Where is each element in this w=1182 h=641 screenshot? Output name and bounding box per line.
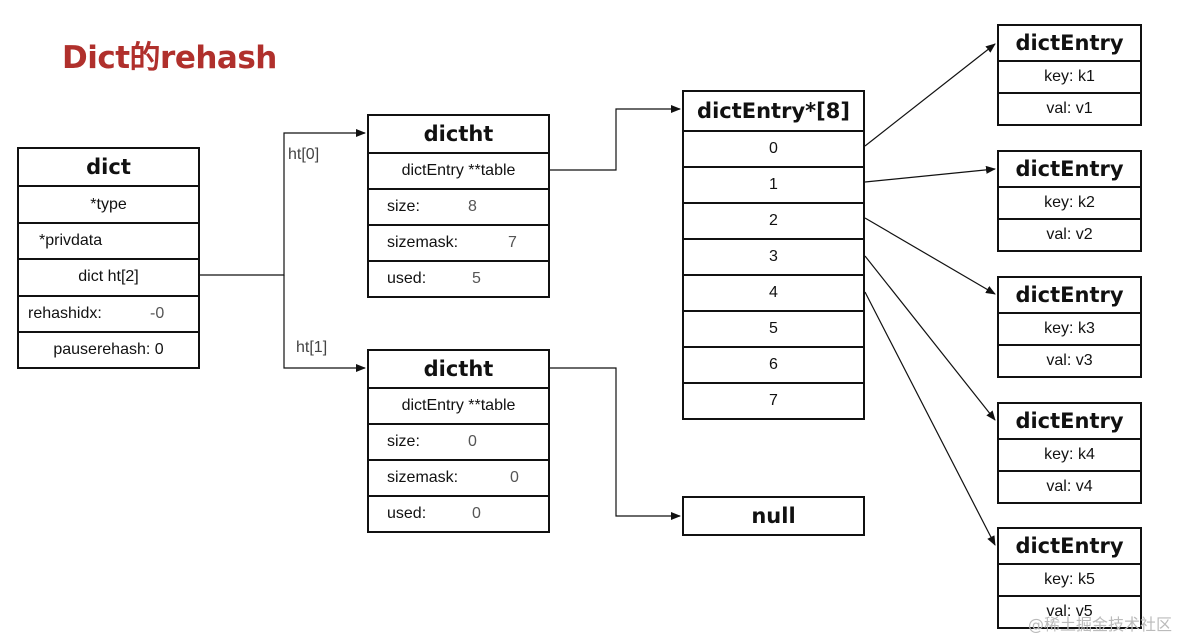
dictht-1: dictht dictEntry **table size: 0 sizemas…: [367, 349, 550, 533]
dict-entry-header: dictEntry: [1015, 534, 1124, 558]
rehashidx-value: -0: [150, 304, 165, 322]
bucket-slot-7: 7: [684, 382, 863, 418]
bucket-slot-5: 5: [684, 310, 863, 346]
sizemask-label: sizemask:: [387, 469, 459, 486]
dict-ht-field: dict ht[2]: [19, 258, 198, 294]
bucket-slot-1: 1: [684, 166, 863, 202]
bucket-slot-0: 0: [684, 130, 863, 166]
dictht-1-table-field: dictEntry **table: [369, 387, 548, 423]
connector-bucket2-entry3: [864, 217, 996, 295]
dictht-1-size-field: size: 0: [369, 423, 548, 459]
used-label: used:: [387, 270, 427, 287]
size-value: 8: [468, 198, 477, 215]
dictht-0-table-field: dictEntry **table: [369, 152, 548, 188]
dict-pauserehash-field: pauserehash: 0: [19, 330, 198, 367]
connector-bucket0-entry1: [864, 43, 996, 147]
dictht-1-header: dictht: [423, 357, 494, 381]
dictht-0-header: dictht: [423, 122, 494, 146]
size-value: 0: [468, 433, 477, 450]
dict-privdata-field: *privdata: [19, 221, 198, 258]
used-value: 5: [472, 270, 481, 287]
dict-entry-header: dictEntry: [1015, 31, 1124, 55]
dictht-0-used-field: used: 5: [369, 260, 548, 296]
connector-dict-ht0: [200, 129, 366, 276]
connector-ht1-table: [550, 367, 681, 520]
dict-entry-key: key: k5: [999, 563, 1140, 595]
size-label: size:: [387, 433, 420, 450]
bucket-slot-6: 6: [684, 346, 863, 382]
dict-rehashidx-field: rehashidx: -0: [19, 294, 198, 331]
null-box: null: [682, 496, 865, 536]
bucket-slot-4: 4: [684, 274, 863, 310]
connector-bucket4-entry5: [864, 291, 996, 546]
dict-entry-val: val: v2: [999, 218, 1140, 250]
bucket-array-header: dictEntry*[8]: [697, 99, 850, 123]
dict-entry-key: key: k4: [999, 438, 1140, 470]
used-value: 0: [472, 505, 481, 522]
dict-entry-val: val: v1: [999, 92, 1140, 124]
dict-entry-key: key: k2: [999, 186, 1140, 218]
dictht-1-used-field: used: 0: [369, 495, 548, 531]
connector-ht0-table: [550, 105, 681, 171]
dict-entry-4: dictEntry key: k4 val: v4: [997, 402, 1142, 504]
dict-entry-5: dictEntry key: k5 val: v5: [997, 527, 1142, 629]
dict-header: dict: [86, 155, 131, 180]
dict-struct: dict *type *privdata dict ht[2] rehashid…: [17, 147, 200, 370]
dict-entry-header: dictEntry: [1015, 157, 1124, 181]
dict-entry-2: dictEntry key: k2 val: v2: [997, 150, 1142, 252]
bucket-slot-3: 3: [684, 238, 863, 274]
sizemask-value: 7: [508, 234, 517, 251]
connector-bucket1-entry2: [864, 165, 996, 183]
used-label: used:: [387, 505, 427, 522]
bucket-slot-2: 2: [684, 202, 863, 238]
dictht-0: dictht dictEntry **table size: 8 sizemas…: [367, 114, 550, 298]
connector-bucket3-entry4: [864, 255, 996, 421]
dictht-1-sizemask-field: sizemask: 0: [369, 459, 548, 495]
dict-entry-val: val: v3: [999, 344, 1140, 376]
dictht-0-size-field: size: 8: [369, 188, 548, 224]
sizemask-label: sizemask:: [387, 234, 459, 251]
sizemask-value: 0: [510, 469, 519, 486]
dict-entry-1: dictEntry key: k1 val: v1: [997, 24, 1142, 126]
size-label: size:: [387, 198, 420, 215]
dict-entry-val: val: v5: [999, 595, 1140, 627]
dict-entry-header: dictEntry: [1015, 283, 1124, 307]
dict-entry-val: val: v4: [999, 470, 1140, 502]
rehashidx-label: rehashidx:: [28, 304, 102, 322]
ht1-label: ht[1]: [296, 339, 328, 356]
dict-entry-3: dictEntry key: k3 val: v3: [997, 276, 1142, 378]
watermark: @稀土掘金技术社区: [1027, 615, 1172, 634]
dict-entry-key: key: k1: [999, 60, 1140, 92]
ht0-label: ht[0]: [288, 146, 320, 163]
page-title: Dict的rehash: [62, 40, 277, 76]
dict-entry-header: dictEntry: [1015, 409, 1124, 433]
dictht-0-sizemask-field: sizemask: 7: [369, 224, 548, 260]
bucket-array: dictEntry*[8] 0 1 2 3 4 5 6 7: [682, 90, 865, 420]
connector-dict-ht1: [283, 275, 366, 372]
dict-type-field: *type: [19, 185, 198, 221]
dict-entry-key: key: k3: [999, 312, 1140, 344]
